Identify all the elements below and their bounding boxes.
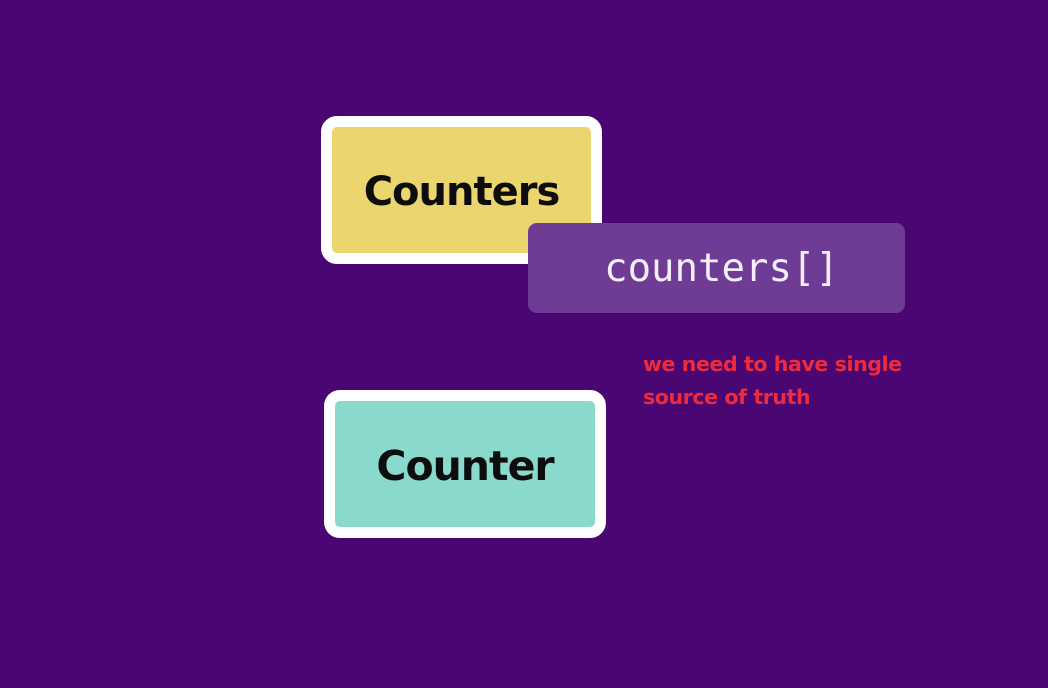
annotation-line-1: we need to have single (643, 352, 902, 376)
counter-component-label: Counter (376, 442, 554, 490)
counters-component-box: Counters (321, 116, 602, 264)
annotation-line-2: source of truth (643, 385, 811, 409)
annotation-note: we need to have single source of truth (643, 348, 943, 414)
counters-state-tag: counters[] (528, 223, 905, 313)
counters-component-label: Counters (363, 169, 561, 215)
counter-component-box: Counter (324, 390, 606, 538)
counters-state-label: counters[] (604, 245, 839, 291)
